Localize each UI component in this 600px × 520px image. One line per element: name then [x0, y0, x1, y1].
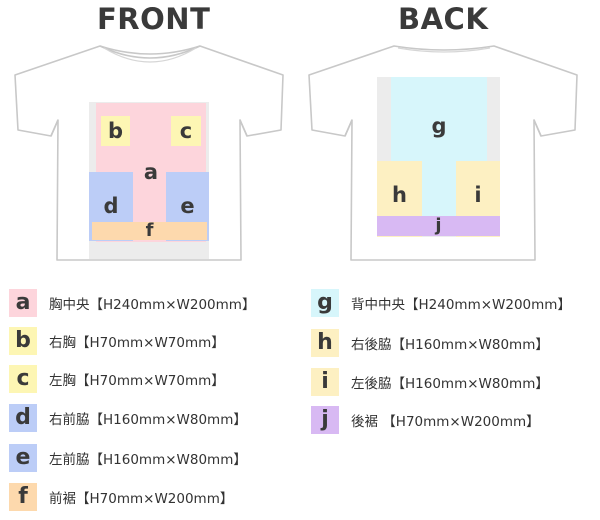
legend-key-c: c	[9, 365, 37, 393]
legend-key-d: d	[9, 404, 37, 432]
legend-key-d-letter: d	[15, 405, 31, 430]
legend-item-c: c 左胸【H70mm×W70mm】	[9, 364, 225, 394]
legend-key-e-letter: e	[15, 445, 31, 470]
back-area-j: j	[377, 216, 500, 236]
legend-key-f: f	[9, 483, 37, 511]
legend-label-f: 前裾【H70mm×W200mm】	[49, 491, 234, 507]
legend-key-b: b	[9, 327, 37, 355]
legend-key-j-letter: j	[321, 407, 329, 432]
legend-item-f: f 前裾【H70mm×W200mm】	[9, 482, 233, 512]
front-area-b: b	[101, 116, 130, 146]
legend-key-i: i	[311, 368, 339, 396]
legend-label-j: 後裾 【H70mm×W200mm】	[351, 414, 540, 430]
legend-item-a: a 胸中央【H240mm×W200mm】	[9, 288, 255, 318]
legend-key-a: a	[9, 289, 37, 317]
legend-back: g 背中中央【H240mm×W200mm】 h 右後脇【H160mm×W80mm…	[311, 288, 600, 448]
legend-key-i-letter: i	[321, 369, 329, 394]
legend-key-h-letter: h	[317, 330, 333, 355]
legend-item-i: i 左後脇【H160mm×W80mm】	[311, 367, 549, 397]
legend-key-f-letter: f	[18, 484, 28, 509]
front-area-c-label: c	[179, 118, 193, 143]
back-area-g-label: g	[431, 113, 447, 138]
legend-key-e: e	[9, 444, 37, 472]
front-tshirt: a b c d e f	[0, 40, 300, 265]
front-area-f: f	[92, 222, 207, 240]
legend-key-j: j	[311, 406, 339, 434]
legend-item-h: h 右後脇【H160mm×W80mm】	[311, 328, 549, 358]
legend-label-c: 左胸【H70mm×W70mm】	[49, 373, 225, 389]
legend-key-h: h	[311, 329, 339, 357]
legend-label-g: 背中中央【H240mm×W200mm】	[351, 297, 571, 313]
legend-key-c-letter: c	[16, 366, 30, 391]
legend-label-e: 左前脇【H160mm×W80mm】	[49, 452, 247, 468]
legend-item-j: j 後裾 【H70mm×W200mm】	[311, 405, 540, 435]
legend-item-d: d 右前脇【H160mm×W80mm】	[9, 403, 247, 433]
legend-key-a-letter: a	[15, 290, 31, 315]
legend-front: a 胸中央【H240mm×W200mm】 b 右胸【H70mm×W70mm】 c…	[9, 288, 309, 518]
legend-label-i: 左後脇【H160mm×W80mm】	[351, 376, 549, 392]
back-area-i-label: i	[474, 182, 482, 207]
legend-key-b-letter: b	[15, 328, 31, 353]
back-area-j-label: j	[435, 215, 442, 236]
back-title: BACK	[398, 2, 489, 36]
front-area-c: c	[171, 116, 201, 146]
front-title: FRONT	[97, 2, 211, 36]
legend-item-b: b 右胸【H70mm×W70mm】	[9, 326, 225, 356]
legend-item-e: e 左前脇【H160mm×W80mm】	[9, 443, 247, 473]
front-area-b-label: b	[107, 118, 124, 143]
legend-item-g: g 背中中央【H240mm×W200mm】	[311, 288, 571, 318]
front-area-f-label: f	[145, 220, 154, 241]
legend-key-g: g	[311, 289, 339, 317]
back-area-h-label: h	[392, 182, 407, 207]
front-area-a-label: a	[143, 160, 159, 184]
legend-label-h: 右後脇【H160mm×W80mm】	[351, 337, 549, 353]
front-area-e-label: e	[180, 194, 195, 218]
back-tshirt: g h i j	[294, 40, 594, 265]
legend-label-a: 胸中央【H240mm×W200mm】	[49, 297, 256, 313]
front-area-d-label: d	[103, 194, 119, 218]
legend-label-d: 右前脇【H160mm×W80mm】	[49, 412, 247, 428]
legend-label-b: 右胸【H70mm×W70mm】	[49, 335, 225, 351]
legend-key-g-letter: g	[317, 290, 333, 315]
